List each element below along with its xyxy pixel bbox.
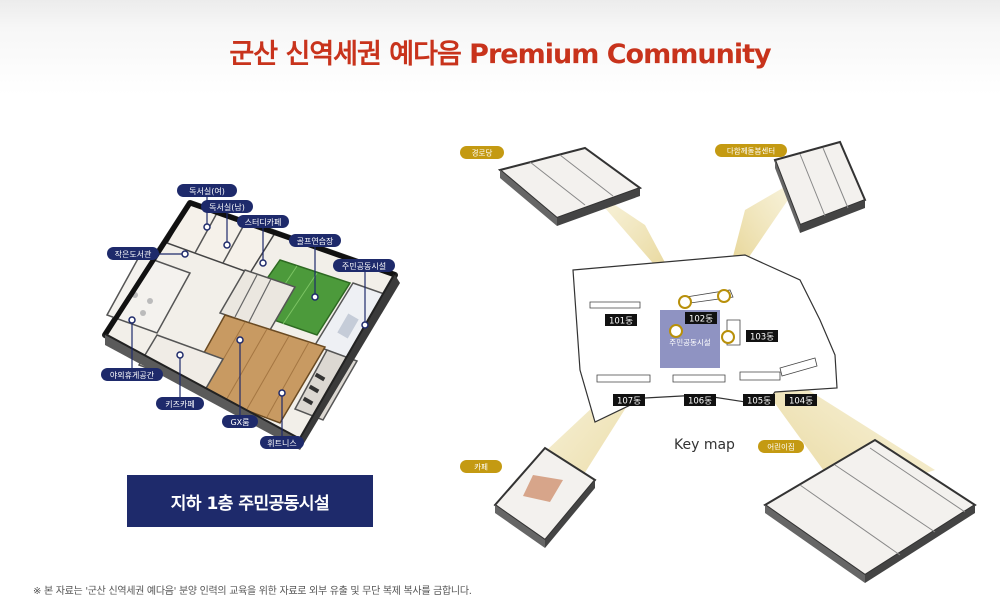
floor-label-reading-f: 독서실(여) bbox=[177, 184, 237, 197]
svg-text:103동: 103동 bbox=[750, 333, 774, 343]
key-map-label: Key map bbox=[674, 437, 735, 453]
floor-label-gx: GX룸 bbox=[222, 415, 258, 428]
svg-text:카페: 카페 bbox=[474, 462, 488, 472]
senior-center-illustration bbox=[497, 146, 643, 226]
floor-label-text: 독서실(여) bbox=[189, 186, 225, 196]
svg-text:다함께돌봄센터: 다함께돌봄센터 bbox=[727, 146, 775, 156]
floor-label-community: 주민공동시설 bbox=[333, 259, 395, 272]
svg-text:106동: 106동 bbox=[688, 397, 712, 407]
floor-label-text: 독서실(남) bbox=[209, 202, 245, 212]
floor-title-button[interactable]: 지하 1층 주민공동시설 bbox=[127, 475, 373, 527]
svg-text:107동: 107동 bbox=[617, 397, 641, 407]
family-care-illustration bbox=[773, 140, 867, 233]
svg-text:105동: 105동 bbox=[747, 397, 771, 407]
floor-plan-drawing bbox=[102, 200, 400, 450]
floor-label-library: 작은도서관 bbox=[107, 247, 159, 260]
svg-text:104동: 104동 bbox=[789, 397, 813, 407]
svg-text:경로당: 경로당 bbox=[472, 148, 493, 158]
building-104: 104동 bbox=[785, 394, 817, 407]
floor-label-reading-m: 독서실(남) bbox=[201, 200, 253, 213]
floor-label-kids-cafe: 키즈카페 bbox=[156, 397, 204, 410]
callout-cafe: 카페 bbox=[460, 460, 502, 473]
cafe-illustration bbox=[493, 446, 597, 548]
floor-label-outdoor: 야외휴게공간 bbox=[101, 368, 163, 381]
center-label: 주민공동시설 bbox=[669, 337, 710, 347]
key-map-illustration: 주민공동시설 101동 102동 103동 107동 106동 105동 104… bbox=[460, 140, 977, 583]
facility-markers[interactable] bbox=[669, 289, 735, 344]
building-102: 102동 bbox=[685, 312, 717, 325]
building-101: 101동 bbox=[605, 314, 637, 327]
svg-text:어린이집: 어린이집 bbox=[767, 442, 795, 452]
disclaimer: ※ 본 자료는 '군산 신역세권 예다음' 분양 인력의 교육을 위한 자료로 … bbox=[33, 586, 472, 597]
callout-family: 다함께돌봄센터 bbox=[715, 144, 787, 157]
header-band bbox=[0, 0, 1000, 95]
daycare-illustration bbox=[763, 438, 977, 583]
building-105: 105동 bbox=[743, 394, 775, 407]
floor-label-fitness: 휘트니스 bbox=[260, 436, 304, 449]
callout-senior: 경로당 bbox=[460, 146, 504, 159]
floor-label-text: GX룸 bbox=[230, 418, 249, 427]
building-106: 106동 bbox=[684, 394, 716, 407]
svg-text:101동: 101동 bbox=[609, 317, 633, 327]
callout-daycare: 어린이집 bbox=[758, 440, 804, 453]
floor-label-text: 휘트니스 bbox=[267, 438, 296, 448]
building-107: 107동 bbox=[613, 394, 645, 407]
floor-label-text: 키즈카페 bbox=[165, 399, 194, 409]
svg-text:102동: 102동 bbox=[689, 315, 713, 325]
floor-label-text: 야외휴게공간 bbox=[110, 370, 155, 380]
floor-label-text: 작은도서관 bbox=[115, 249, 152, 259]
floor-label-study-cafe: 스터디카페 bbox=[237, 215, 289, 228]
floor-label-text: 골프연습장 bbox=[297, 236, 334, 246]
page-title: 군산 신역세권 예다음 Premium Community bbox=[229, 39, 771, 70]
floor-plan-illustration: 독서실(여) 독서실(남) 스터디카페 골프연습장 주민공동시설 작은도서관 야… bbox=[101, 184, 400, 450]
floor-label-text: 주민공동시설 bbox=[342, 261, 386, 271]
floor-label-text: 스터디카페 bbox=[245, 217, 282, 227]
building-103: 103동 bbox=[746, 330, 778, 343]
floor-label-golf: 골프연습장 bbox=[289, 234, 341, 247]
floor-plan-markers bbox=[128, 223, 369, 397]
